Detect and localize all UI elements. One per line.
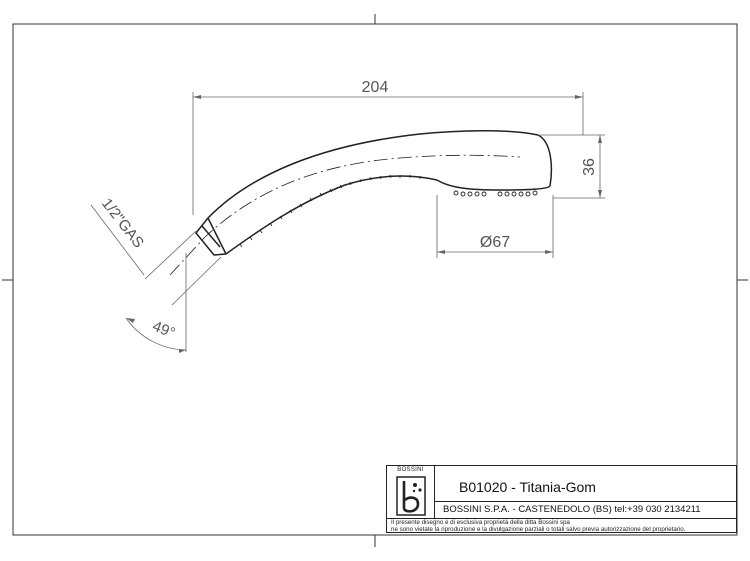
brand-name: BOSSINI xyxy=(397,467,424,473)
notice-line-1: Il presente disegno è di esclusiva propr… xyxy=(391,519,570,526)
company-info: BOSSINI S.P.A. - CASTENEDOLO (BS) tel:+3… xyxy=(443,504,701,515)
dim-thread-label: 1/2"GAS xyxy=(98,195,147,251)
handle-center-line xyxy=(169,154,521,276)
title-block: BOSSINI B01020 - Titania-Gom BOSSINI S.P… xyxy=(386,465,737,533)
sheet-border xyxy=(12,23,738,536)
handle-top-contour xyxy=(207,129,553,219)
connector xyxy=(195,217,227,256)
dimension-lines xyxy=(90,92,605,352)
logo-box: BOSSINI xyxy=(387,466,435,518)
copyright-notice: Il presente disegno è di esclusiva propr… xyxy=(391,519,685,533)
divider xyxy=(387,518,736,519)
grip-serration xyxy=(239,174,421,248)
product-title: B01020 - Titania-Gom xyxy=(459,479,596,495)
spray-nozzles xyxy=(453,190,538,197)
notice-line-2: ne sono vietate la riproduzione e la div… xyxy=(391,526,686,533)
dim-length-label: 204 xyxy=(362,79,389,96)
handle-bottom-contour xyxy=(225,175,438,255)
dim-height-label: 36 xyxy=(581,158,598,176)
dimension-arrows xyxy=(126,95,602,353)
connector-thread-line xyxy=(201,225,221,248)
dim-angle-label: 49° xyxy=(150,318,177,342)
dim-diameter-label: Ø67 xyxy=(480,234,510,251)
bossini-logo-icon xyxy=(396,476,426,516)
divider xyxy=(435,501,736,502)
head-bottom xyxy=(436,179,551,191)
shower-handle xyxy=(195,129,553,256)
